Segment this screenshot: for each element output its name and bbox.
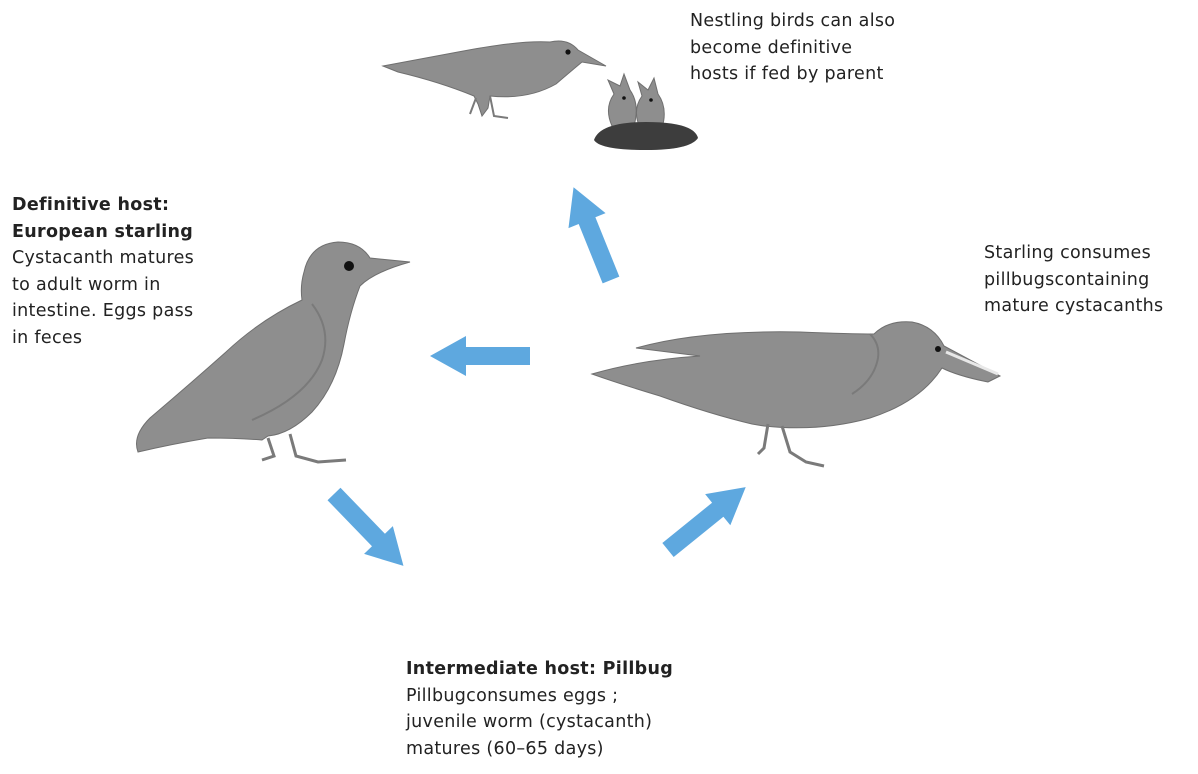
definitive-host-label: Definitive host: European starling Cysta… xyxy=(12,192,194,351)
starling-consumes-line: pillbugscontaining xyxy=(984,267,1163,294)
starling-consumes-note: Starling consumes pillbugscontaining mat… xyxy=(984,240,1163,320)
definitive-host-line: in feces xyxy=(12,325,194,352)
nestling-note-line: become definitive xyxy=(690,35,895,62)
starling-consuming-pillbug-icon xyxy=(592,322,1000,466)
definitive-host-heading: Definitive host: xyxy=(12,192,194,219)
nestling-note-line: hosts if fed by parent xyxy=(690,61,895,88)
intermediate-host-line: juvenile worm (cystacanth) xyxy=(406,709,673,736)
top-starling-icon xyxy=(383,41,606,118)
arrow-definitive-to-pillbug xyxy=(320,480,418,580)
nestling-note: Nestling birds can also become definitiv… xyxy=(690,8,895,88)
intermediate-host-heading: Intermediate host: Pillbug xyxy=(406,656,673,683)
nest-with-nestlings-icon xyxy=(594,74,698,150)
definitive-host-heading: European starling xyxy=(12,219,194,246)
intermediate-host-label: Intermediate host: Pillbug Pillbugconsum… xyxy=(406,656,673,762)
intermediate-host-line: matures (60–65 days) xyxy=(406,736,673,763)
starling-consumes-line: Starling consumes xyxy=(984,240,1163,267)
nestling-note-line: Nestling birds can also xyxy=(690,8,895,35)
arrow-consumes-to-definitive xyxy=(430,336,530,376)
arrow-starling-to-nestlings xyxy=(555,180,630,288)
arrow-pillbug-to-starling xyxy=(655,472,758,566)
intermediate-host-line: Pillbugconsumes eggs ; xyxy=(406,683,673,710)
starling-consumes-line: mature cystacanths xyxy=(984,293,1163,320)
definitive-host-line: Cystacanth matures xyxy=(12,245,194,272)
definitive-host-line: intestine. Eggs pass xyxy=(12,298,194,325)
definitive-host-line: to adult worm in xyxy=(12,272,194,299)
